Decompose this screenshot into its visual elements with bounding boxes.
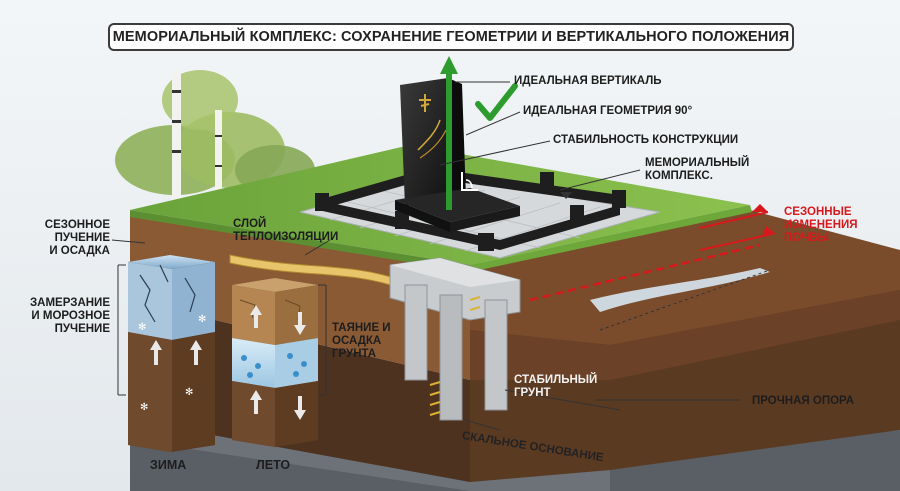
label-insulation: СЛОЙ ТЕПЛОИЗОЛЯЦИИ [233, 218, 339, 243]
title-banner: МЕМОРИАЛЬНЫЙ КОМПЛЕКС: СОХРАНЕНИЕ ГЕОМЕТ… [108, 23, 794, 51]
birch-tree-icon [115, 70, 315, 210]
svg-text:✻: ✻ [185, 387, 193, 398]
cross-icon [419, 94, 431, 112]
right-angle-marker [461, 172, 478, 191]
label-winter: ЗИМА [150, 458, 187, 472]
summer-soil-column [232, 278, 318, 447]
svg-text:✻: ✻ [198, 314, 206, 325]
label-memorial-complex: МЕМОРИАЛЬНЫЙ КОМПЛЕКС. [645, 157, 750, 182]
label-heave-settle: СЕЗОННОЕ ПУЧЕНИЕ И ОСАДКА [44, 219, 110, 257]
label-stability: СТАБИЛЬНОСТЬ КОНСТРУКЦИИ [553, 134, 739, 146]
svg-text:✻: ✻ [138, 322, 146, 333]
svg-text:✻: ✻ [140, 402, 148, 413]
label-stable-ground: СТАБИЛЬНЫЙ ГРУНТ [514, 374, 598, 399]
winter-soil-column: ✻ ✻ ✻ ✻ [128, 255, 215, 452]
page-title: МЕМОРИАЛЬНЫЙ КОМПЛЕКС: СОХРАНЕНИЕ ГЕОМЕТ… [112, 29, 790, 45]
label-seasonal-changes: СЕЗОННЫЕ ИЗМЕНЕНИЯ ПОЧВЫ [784, 206, 858, 244]
label-ideal-geometry: ИДЕАЛЬНАЯ ГЕОМЕТРИЯ 90° [523, 105, 693, 117]
up-arrow-icon [440, 56, 458, 210]
bedrock-layer [130, 420, 900, 491]
callout-lines [439, 81, 740, 431]
headstone [395, 78, 520, 232]
seasonal-change-lines [529, 204, 776, 331]
concrete-foundation [389, 257, 521, 421]
water-drop-icon [241, 353, 307, 378]
granite-curbs [315, 168, 626, 251]
snowflake-icon: ✻ ✻ ✻ ✻ [138, 314, 206, 413]
label-frost-heave: ЗАМЕРЗАНИЕ И МОРОЗНОЕ ПУЧЕНИЕ [29, 297, 110, 335]
label-summer: ЛЕТО [256, 458, 291, 472]
label-thaw-settle: ТАЯНИЕ И ОСАДКА ГРУНТА [332, 322, 391, 360]
label-strong-support: ПРОЧНАЯ ОПОРА [752, 395, 855, 407]
check-icon [475, 83, 518, 121]
label-ideal-vertical: ИДЕАЛЬНАЯ ВЕРТИКАЛЬ [514, 75, 662, 87]
